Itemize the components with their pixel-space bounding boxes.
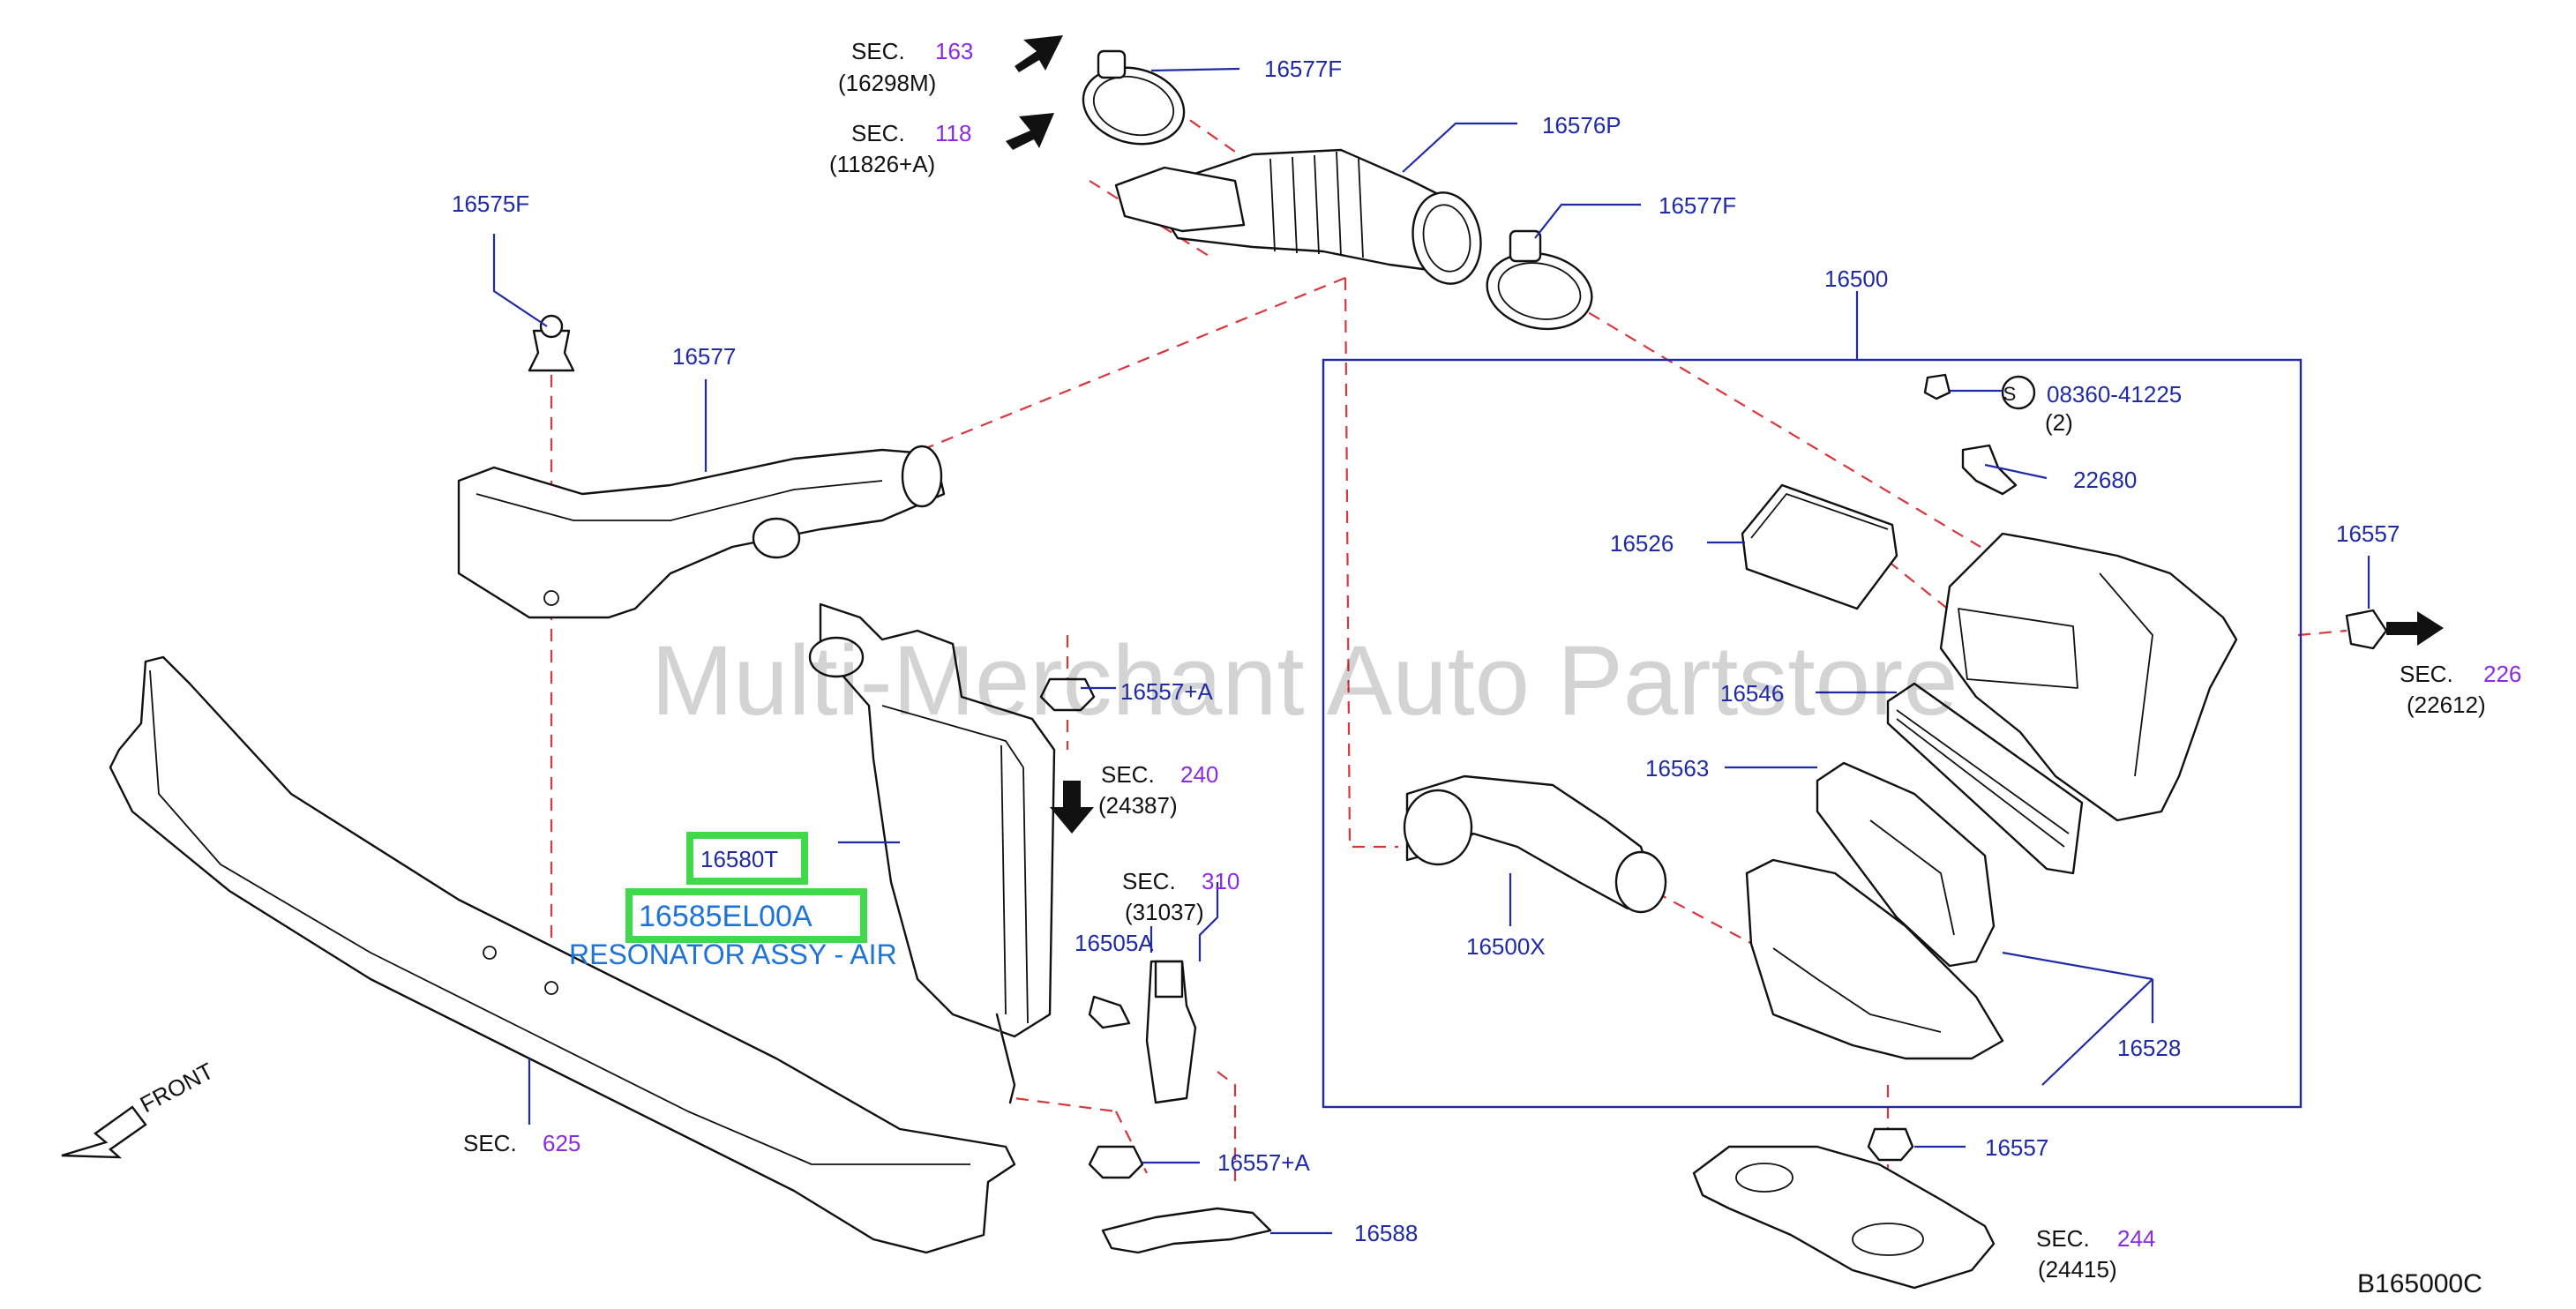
watermark-text: Multi-Merchant Auto Partstore [651, 625, 1958, 736]
label-22680: 22680 [2073, 467, 2137, 493]
hose-clamp-16577F-top [1082, 49, 1186, 146]
sec-prefix: SEC. [1101, 761, 1155, 788]
sec-number: 226 [2483, 661, 2521, 687]
sec-number: 240 [1180, 761, 1218, 788]
section-label-226: SEC. 226 (22612) [2400, 661, 2521, 718]
label-16563: 16563 [1645, 755, 1709, 782]
screw-08360 [1923, 373, 2036, 410]
label-16557A-bot: 16557+A [1217, 1149, 1310, 1176]
sec-sub: (24387) [1098, 792, 1178, 819]
section-label-118: SEC. 118 (11826+A) [829, 120, 971, 177]
tray-244 [1692, 1145, 1996, 1290]
section-label-240: SEC. 240 (24387) [1098, 761, 1218, 819]
grommet-16557-right [2345, 609, 2388, 650]
label-resonator-assy: RESONATOR ASSY - AIR [569, 939, 897, 970]
grommet-16557-bot [1867, 1127, 1914, 1162]
core-support-625 [109, 655, 1016, 1254]
label-08360-41225: 08360-41225 [2047, 381, 2182, 408]
label-16500: 16500 [1824, 266, 1888, 292]
leader-lines [492, 67, 2370, 1235]
direction-arrows [1006, 35, 2444, 834]
label-16526: 16526 [1610, 530, 1674, 557]
front-label: FRONT [136, 1058, 218, 1118]
label-16576P: 16576P [1542, 112, 1621, 138]
label-16557-right: 16557 [2336, 520, 2400, 547]
label-16557-bot: 16557 [1985, 1134, 2048, 1161]
label-16500X: 16500X [1466, 933, 1546, 960]
assembly-group-box [1322, 358, 2303, 1109]
sec-number: 163 [935, 38, 973, 64]
bolt-bracket-16505A [1088, 960, 1197, 1104]
part-16563 [1816, 761, 1996, 968]
label-16575F: 16575F [452, 191, 529, 217]
sec-prefix: SEC. [851, 120, 905, 146]
label-08360-qty: (2) [2045, 409, 2073, 436]
clip-16575F [528, 314, 575, 372]
label-16588: 16588 [1354, 1220, 1418, 1246]
label-16528: 16528 [2117, 1035, 2181, 1061]
label-16577: 16577 [672, 343, 736, 370]
grommet-16557A-top [1039, 677, 1096, 712]
bracket-16588 [1101, 1207, 1272, 1254]
sec-number: 118 [935, 120, 971, 146]
diagram-code: B165000C [2357, 1269, 2482, 1298]
sec-number: 625 [543, 1130, 580, 1156]
section-label-244: SEC. 244 (24415) [2036, 1225, 2155, 1283]
sec-prefix: SEC. [2400, 661, 2453, 687]
sec-sub: (31037) [1125, 899, 1204, 925]
label-16580T: 16580T [700, 846, 778, 872]
sec-sub: (22612) [2407, 692, 2486, 718]
sec-prefix: SEC. [2036, 1225, 2090, 1252]
label-16577F-mid: 16577F [1659, 192, 1736, 219]
air-duct-hose-16576P [1114, 148, 1482, 285]
label-16557A-top: 16557+A [1120, 678, 1213, 705]
sec-number: 244 [2117, 1225, 2155, 1252]
front-arrow-icon [61, 1105, 147, 1159]
sec-prefix: SEC. [1122, 868, 1176, 894]
sec-prefix: SEC. [851, 38, 905, 64]
sec-prefix: SEC. [463, 1130, 517, 1156]
section-label-163: SEC. 163 (16298M) [838, 38, 973, 96]
sec-number: 310 [1202, 868, 1239, 894]
sec-sub: (16298M) [838, 70, 936, 96]
label-16505A: 16505A [1075, 930, 1154, 956]
s-symbol-icon: S [2003, 383, 2017, 405]
hose-clamp-16577F-mid [1486, 229, 1593, 331]
part-number-labels: 16577F 16576P 16577F 16575F 16577 16500 … [452, 56, 2400, 1246]
air-duct-16577 [457, 445, 946, 619]
label-16585EL00A: 16585EL00A [639, 900, 812, 933]
grommet-16557A-bot [1088, 1145, 1144, 1179]
label-16577F-top: 16577F [1264, 56, 1342, 82]
inlet-duct-16500X [1403, 774, 1667, 914]
label-16546: 16546 [1720, 680, 1784, 707]
filter-16526 [1741, 483, 1898, 610]
resonator-assy [808, 602, 1056, 1104]
air-cleaner-lower-case [1745, 858, 2004, 1060]
sec-sub: (24415) [2038, 1256, 2117, 1283]
air-cleaner-upper-case [1939, 532, 2238, 822]
section-label-310: SEC. 310 (31037) [1122, 868, 1239, 925]
section-label-625: SEC. 625 [463, 1130, 580, 1156]
sensor-22680 [1961, 444, 2018, 496]
sec-sub: (11826+A) [829, 151, 935, 177]
highlight-box-16580T [686, 832, 808, 885]
filter-element-16546 [1886, 682, 2084, 875]
highlight-box-16585EL00A [625, 888, 867, 943]
